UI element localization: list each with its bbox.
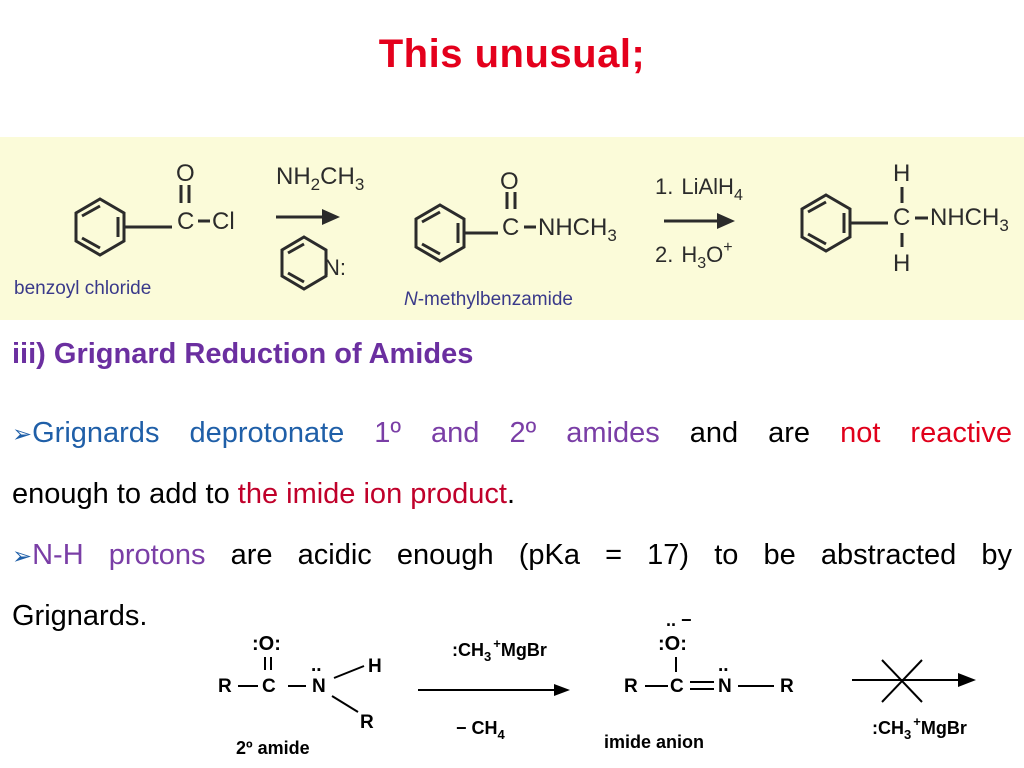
section-heading: iii) Grignard Reduction of Amides bbox=[12, 338, 474, 370]
blocked-arrow bbox=[852, 659, 976, 703]
product2-h-top: H bbox=[893, 160, 910, 187]
blocked-reagent: :CH3+MgBr bbox=[872, 714, 967, 742]
step2-arrow bbox=[664, 213, 735, 229]
bullet-2-line-1: ➢N-H protons are acidic enough (pKa = 17… bbox=[12, 539, 1013, 571]
anion-r1: R bbox=[624, 676, 638, 697]
step1-arrow bbox=[276, 209, 340, 225]
reaction-scheme-svg: O C Cl benzoyl chloride NH2CH3 N: O C bbox=[14, 160, 1009, 310]
benzene-ring-2 bbox=[414, 192, 536, 263]
amide-r1: R bbox=[218, 676, 232, 697]
bullet-1-line-1: ➢Grignards deprotonate 1º and 2º amides … bbox=[12, 417, 1012, 449]
slide-title: This unusual; bbox=[378, 32, 646, 76]
reactant-name: benzoyl chloride bbox=[14, 278, 151, 299]
product2-h-bottom: H bbox=[893, 250, 910, 277]
step2-line1: 1.LiAlH4 bbox=[655, 174, 743, 204]
amide-lone-pair: .. bbox=[311, 655, 322, 676]
product2-group: NHCH3 bbox=[930, 204, 1009, 235]
bullet-arrow-icon: ➢ bbox=[12, 543, 33, 570]
anion-o-label: :O: bbox=[658, 633, 687, 655]
bullet-1-line-2: enough to add to the imide ion product. bbox=[12, 478, 516, 510]
amide-h: H bbox=[368, 656, 382, 677]
reaction-scheme-panel: O C Cl benzoyl chloride NH2CH3 N: O C bbox=[0, 137, 1024, 320]
amide-c: C bbox=[262, 676, 276, 697]
amide-name: 2º amide bbox=[236, 738, 310, 758]
anion-c: C bbox=[670, 676, 684, 697]
amide-r2: R bbox=[360, 712, 374, 733]
anion-lone-pair: .. bbox=[718, 655, 729, 676]
benzene-ring-1 bbox=[74, 185, 210, 257]
benzene-ring-3 bbox=[800, 187, 928, 253]
amide-o-label: :O: bbox=[252, 633, 281, 655]
reactant-o-atom: O bbox=[176, 160, 195, 187]
mechanism-svg: :O: R C N .. H R 2º amide :CH3+MgBr − CH… bbox=[218, 610, 976, 758]
reactant-c-atom: C bbox=[177, 208, 194, 235]
anion-r2: R bbox=[780, 676, 794, 697]
product1-name: N-methylbenzamide bbox=[404, 289, 573, 310]
pyridine-n-atom: N: bbox=[324, 255, 346, 280]
bullet-2-line-2: Grignards. bbox=[12, 600, 148, 632]
amide-bonds bbox=[238, 657, 365, 713]
product2-c-atom: C bbox=[893, 204, 910, 231]
mechanism-panel: :O: R C N .. H R 2º amide :CH3+MgBr − CH… bbox=[0, 600, 1024, 768]
anion-top-charge: .. − bbox=[666, 610, 692, 630]
reactant-cl-atom: Cl bbox=[212, 208, 235, 235]
bullet-arrow-icon: ➢ bbox=[12, 421, 33, 448]
reagent-top: :CH3+MgBr bbox=[452, 636, 547, 664]
product1-c-atom: C bbox=[502, 214, 519, 241]
step1-reagent: NH2CH3 bbox=[276, 163, 364, 194]
amide-n: N bbox=[312, 676, 326, 697]
anion-n: N bbox=[718, 676, 732, 697]
step2-line2: 2.H3O+ bbox=[655, 239, 733, 272]
anion-bonds bbox=[645, 657, 774, 690]
pyridine-ring bbox=[280, 235, 328, 291]
product1-o-atom: O bbox=[500, 168, 519, 195]
product1-group: NHCH3 bbox=[538, 214, 617, 245]
reaction-arrow bbox=[418, 684, 570, 696]
reagent-bottom: − CH4 bbox=[456, 718, 506, 742]
anion-name: imide anion bbox=[604, 732, 704, 752]
